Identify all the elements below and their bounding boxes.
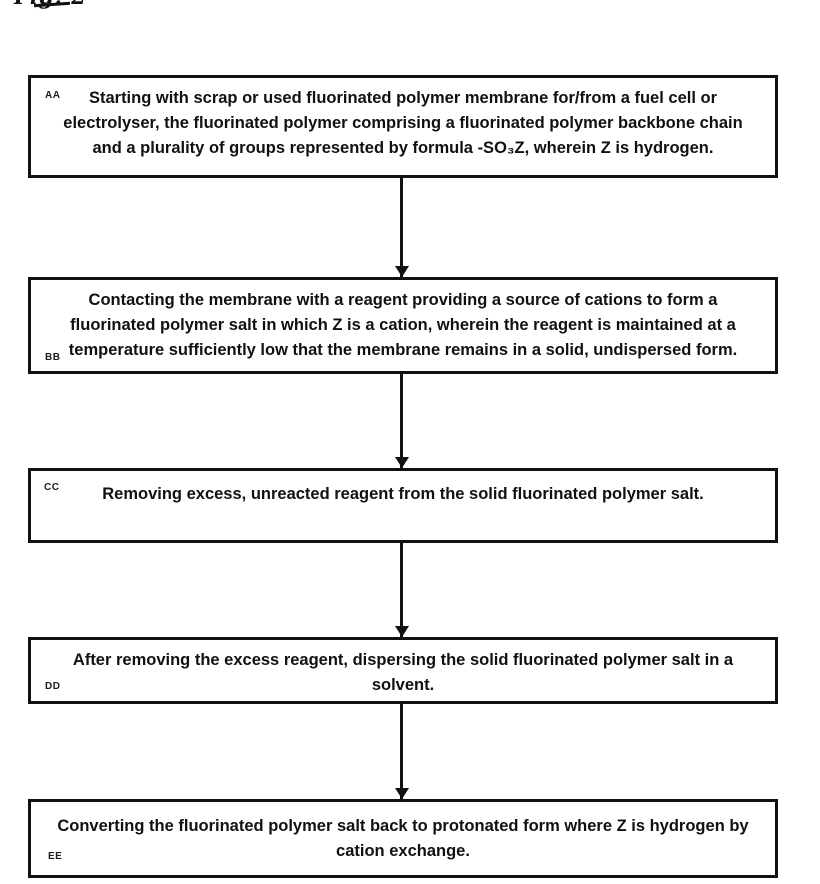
flowchart-step-cc: CC Removing excess, unreacted reagent fr…: [28, 468, 778, 543]
flow-arrow-down: [395, 374, 408, 468]
step-id-label: DD: [45, 681, 61, 692]
step-text: After removing the excess reagent, dispe…: [72, 651, 734, 694]
flowchart-step-aa: AA Starting with scrap or used fluorinat…: [28, 75, 778, 178]
step-text: Contacting the membrane with a reagent p…: [68, 291, 738, 359]
step-text: Starting with scrap or used fluorinated …: [63, 89, 743, 157]
step-text: Removing excess, unreacted reagent from …: [102, 485, 704, 503]
step-id-label: AA: [45, 90, 61, 101]
flow-arrow-down: [395, 178, 408, 277]
flowchart-step-dd: DD After removing the excess reagent, di…: [28, 637, 778, 704]
flowchart-step-bb: BB Contacting the membrane with a reagen…: [28, 277, 778, 374]
step-id-label: EE: [48, 851, 63, 862]
step-id-label: BB: [45, 352, 61, 363]
flowchart-step-ee: EE Converting the fluorinated polymer sa…: [28, 799, 778, 878]
step-id-label: CC: [44, 482, 60, 493]
step-text: Converting the fluorinated polymer salt …: [57, 817, 749, 860]
flow-arrow-down: [395, 543, 408, 637]
flow-arrow-down: [395, 704, 408, 799]
